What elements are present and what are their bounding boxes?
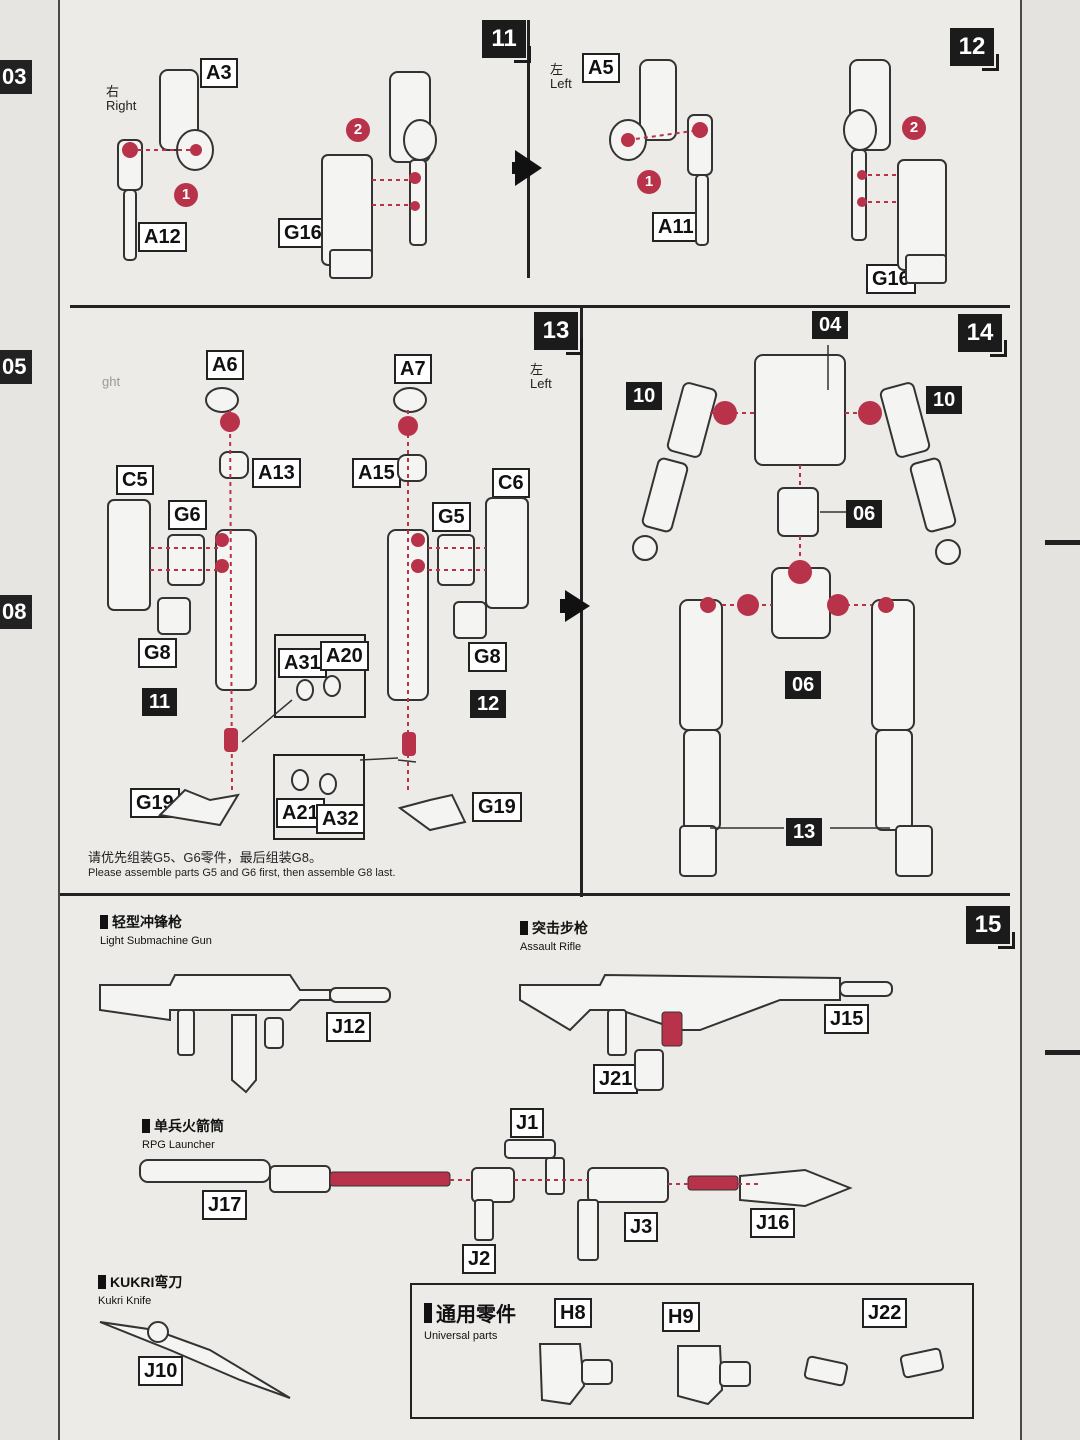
marker-2: 2 [902,116,926,140]
subassembly-ref-10-right: 10 [926,386,963,414]
part-label-a6: A6 [206,350,244,380]
side-en-right-fragment: ght [102,374,121,389]
subassembly-ref-06-lower: 06 [785,671,822,699]
part-label-j12: J12 [326,1012,372,1042]
heading-rpg-en: RPG Launcher [142,1139,215,1151]
part-label-h9: H9 [662,1302,700,1332]
left-page-edge: 03 05 08 [0,0,58,1440]
part-label-a5: A5 [582,53,620,83]
step-number-15: 15 [966,906,1015,949]
part-label-j1: J1 [510,1108,545,1138]
heading-ar-en: Assault Rifle [520,941,582,953]
universal-parts-box [410,1283,974,1419]
part-label-a7: A7 [394,354,432,384]
heading-universal-cn: 通用零件 [436,1304,516,1326]
heading-assault-rifle: 突击步枪 Assault Rifle [520,918,588,953]
side-en-left-13: Left [530,376,552,391]
part-label-g8-b: G8 [468,642,507,672]
divider-11-12 [527,20,530,278]
part-label-a20: A20 [320,641,369,671]
part-label-a13: A13 [252,458,301,488]
side-en-right: Right [106,98,137,113]
divider-bottom [60,893,1010,896]
heading-ar-cn: 突击步枪 [532,920,588,936]
part-label-a32: A32 [316,804,365,834]
side-cn-right: 右 [106,84,120,99]
heading-rpg: 单兵火箭筒 RPG Launcher [142,1116,224,1151]
step13-legs-drawing [107,387,590,832]
subassembly-ref-13: 13 [786,818,823,846]
inset-box-a21-a32 [273,754,365,840]
part-label-j2: J2 [462,1244,497,1274]
assembly-note-cn: 请优先组装G5、G6零件，最后组装G8。 [88,850,323,865]
heading-universal-en: Universal parts [424,1330,498,1342]
right-edge-mark [1045,1050,1080,1055]
divider-top [70,305,1010,308]
left-tab-03: 03 [0,60,33,94]
step15-weapons-drawing [99,973,945,1406]
step-number-14: 14 [958,314,1007,357]
part-label-h8: H8 [554,1298,592,1328]
right-page-edge [1022,0,1080,1440]
marker-1: 1 [637,170,661,194]
subassembly-ref-04: 04 [812,311,849,339]
part-label-g8: G8 [138,638,177,668]
part-label-g6: G6 [168,500,207,530]
left-tab-05: 05 [0,350,33,384]
step-number-13: 13 [534,312,583,355]
step11-parts-drawing [117,69,542,279]
subassembly-ref-10-left: 10 [626,382,663,410]
subassembly-ref-11: 11 [142,688,178,716]
marker-1: 1 [174,183,198,207]
step-number-11: 11 [482,20,531,63]
part-label-a15: A15 [352,458,401,488]
side-cn-left: 左 [550,62,564,77]
part-label-a12: A12 [138,222,187,252]
heading-smg: 轻型冲锋枪 Light Submachine Gun [100,912,212,947]
heading-smg-en: Light Submachine Gun [100,935,212,947]
instruction-page: 11 右 Right A3 A12 G16 1 2 12 左 Left [60,0,1020,1440]
heading-smg-cn: 轻型冲锋枪 [112,914,182,930]
right-edge-mark [1045,540,1080,545]
step-number-12: 12 [950,28,999,71]
part-label-j21: J21 [593,1064,639,1094]
part-label-a3: A3 [200,58,238,88]
assembly-note-en: Please assemble parts G5 and G6 first, t… [88,867,396,879]
heading-universal-parts: 通用零件 Universal parts [424,1298,516,1342]
part-label-g16-b: G16 [866,264,916,294]
inset-box-a31-a20 [274,634,366,718]
part-label-c5: C5 [116,465,154,495]
part-label-j16: J16 [750,1208,796,1238]
part-label-j17: J17 [202,1190,248,1220]
subassembly-ref-06-upper: 06 [846,500,883,528]
step12-parts-drawing [609,59,947,284]
step14-body-drawing [632,345,961,877]
marker-2: 2 [346,118,370,142]
part-label-j15: J15 [824,1004,870,1034]
heading-rpg-cn: 单兵火箭筒 [154,1118,224,1134]
part-label-a31: A31 [278,648,327,678]
left-tab-08: 08 [0,595,33,629]
part-label-j3: J3 [624,1212,659,1242]
part-label-g19-b: G19 [472,792,522,822]
heading-kukri-en: Kukri Knife [98,1295,152,1307]
heading-kukri-cn: KUKRI弯刀 [110,1274,183,1290]
side-cn-left-13: 左 [530,362,544,377]
heading-kukri: KUKRI弯刀 Kukri Knife [98,1272,182,1307]
part-label-j22: J22 [862,1298,908,1328]
part-label-j10: J10 [138,1356,184,1386]
part-label-g5: G5 [432,502,471,532]
side-en-left: Left [550,76,572,91]
part-label-g16: G16 [278,218,328,248]
subassembly-ref-12: 12 [470,690,507,718]
